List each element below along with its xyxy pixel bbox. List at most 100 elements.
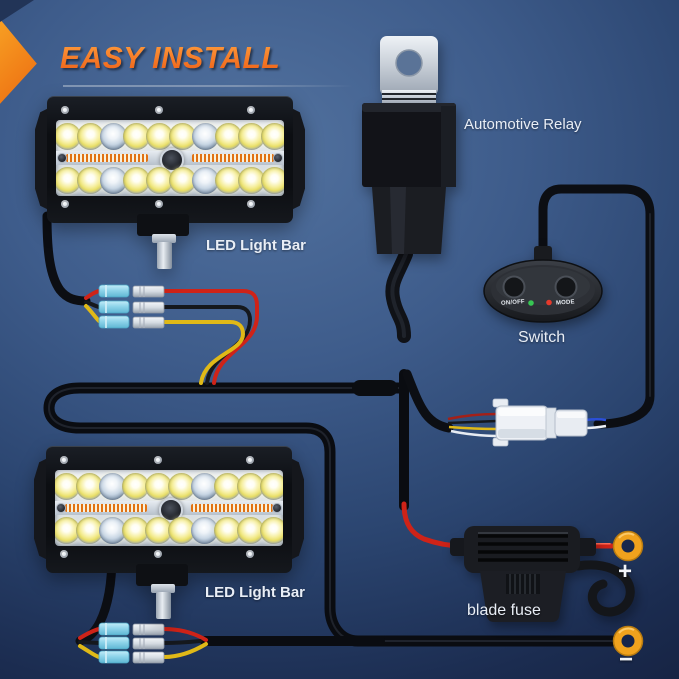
screw-icon bbox=[154, 456, 162, 464]
silver-male-spades bbox=[132, 285, 165, 329]
led-lens bbox=[145, 472, 172, 500]
led-lens bbox=[77, 166, 104, 194]
led-lens bbox=[168, 472, 195, 500]
mounting-bracket bbox=[136, 564, 188, 586]
led-lens bbox=[238, 122, 265, 150]
led-lens bbox=[122, 472, 149, 500]
led-lens bbox=[215, 166, 242, 194]
led-lens bbox=[261, 166, 284, 194]
relay-body bbox=[362, 103, 456, 187]
fuse-holder-loop bbox=[573, 560, 635, 617]
led-row bbox=[56, 165, 284, 195]
led-row bbox=[56, 121, 284, 151]
led-lens bbox=[237, 516, 264, 544]
blade-fuse-holder bbox=[450, 526, 635, 622]
led-row bbox=[55, 515, 283, 545]
screw-icon bbox=[154, 550, 162, 558]
screw-icon bbox=[247, 106, 255, 114]
red-indicator-led bbox=[546, 299, 552, 306]
led-light-bar-bottom bbox=[34, 446, 304, 619]
mounting-bolt bbox=[152, 234, 176, 243]
led-lens bbox=[146, 166, 173, 194]
lens-screw-icon bbox=[273, 504, 281, 512]
screw-icon bbox=[155, 106, 163, 114]
led-bar-label-top: LED Light Bar bbox=[206, 237, 306, 254]
mounting-bolt bbox=[151, 584, 175, 593]
screw-icon bbox=[61, 106, 69, 114]
led-bar-label-bottom: LED Light Bar bbox=[205, 584, 305, 601]
bar-lens bbox=[55, 470, 283, 546]
harness-trunk-cables bbox=[42, 184, 655, 647]
lens-screw-icon bbox=[274, 154, 282, 162]
bottom-bar-wires bbox=[78, 627, 208, 659]
led-lens bbox=[168, 516, 195, 544]
relay-socket bbox=[372, 187, 446, 254]
led-lens bbox=[191, 472, 218, 500]
led-lens bbox=[99, 472, 126, 500]
blade-fuse-label: blade fuse bbox=[467, 602, 541, 619]
led-lens bbox=[76, 516, 103, 544]
relay-mount-hole bbox=[395, 49, 423, 77]
led-lens bbox=[100, 166, 127, 194]
on-off-button bbox=[502, 275, 526, 299]
led-lens bbox=[169, 122, 196, 150]
screw-icon bbox=[246, 550, 254, 558]
screw-icon bbox=[246, 456, 254, 464]
led-lens bbox=[215, 122, 242, 150]
negative-label: − bbox=[619, 646, 634, 673]
ring-terminal-negative bbox=[612, 625, 644, 657]
bar-lens bbox=[56, 120, 284, 196]
led-lens bbox=[123, 122, 150, 150]
led-lens bbox=[237, 472, 264, 500]
switch-label: Switch bbox=[518, 329, 566, 346]
led-lens bbox=[191, 516, 218, 544]
screw-icon bbox=[60, 550, 68, 558]
blue-female-spades bbox=[98, 622, 130, 664]
top-bar-wires bbox=[84, 289, 259, 385]
led-lens bbox=[122, 516, 149, 544]
led-lens bbox=[77, 122, 104, 150]
led-lens bbox=[214, 516, 241, 544]
mounting-bracket bbox=[137, 214, 189, 236]
led-lens bbox=[100, 122, 127, 150]
led-lens bbox=[56, 166, 81, 194]
led-lens bbox=[260, 472, 283, 500]
mode-button bbox=[554, 275, 578, 299]
led-lens bbox=[261, 122, 284, 150]
silver-male-spades bbox=[132, 623, 165, 664]
switch-pod bbox=[483, 246, 603, 323]
green-indicator-led bbox=[528, 300, 534, 306]
top-spade-connectors bbox=[98, 284, 165, 329]
mounting-bolt bbox=[156, 592, 171, 619]
led-lens bbox=[214, 472, 241, 500]
led-lens bbox=[145, 516, 172, 544]
screw-icon bbox=[60, 456, 68, 464]
headline: EASY INSTALL bbox=[60, 40, 281, 75]
lens-screw-icon bbox=[57, 504, 65, 512]
led-lens bbox=[192, 122, 219, 150]
relay-label: Automotive Relay bbox=[464, 116, 582, 133]
headline-underline bbox=[63, 85, 353, 87]
bottom-spade-connectors bbox=[98, 622, 165, 664]
led-lens bbox=[55, 472, 80, 500]
lens-screw-icon bbox=[58, 154, 66, 162]
blue-female-spades bbox=[98, 284, 130, 329]
led-lens bbox=[76, 472, 103, 500]
led-lens bbox=[169, 166, 196, 194]
led-lens bbox=[146, 122, 173, 150]
led-lens bbox=[99, 516, 126, 544]
quick-connector bbox=[447, 398, 607, 447]
screw-icon bbox=[61, 200, 69, 208]
mounting-bolt bbox=[157, 242, 172, 269]
led-light-bar-top bbox=[35, 96, 305, 269]
ring-terminal-positive bbox=[612, 530, 644, 562]
led-lens bbox=[56, 122, 81, 150]
led-lens bbox=[260, 516, 283, 544]
led-row bbox=[55, 471, 283, 501]
screw-icon bbox=[155, 200, 163, 208]
positive-label: + bbox=[618, 558, 633, 585]
led-lens bbox=[238, 166, 265, 194]
automotive-relay bbox=[362, 36, 456, 254]
